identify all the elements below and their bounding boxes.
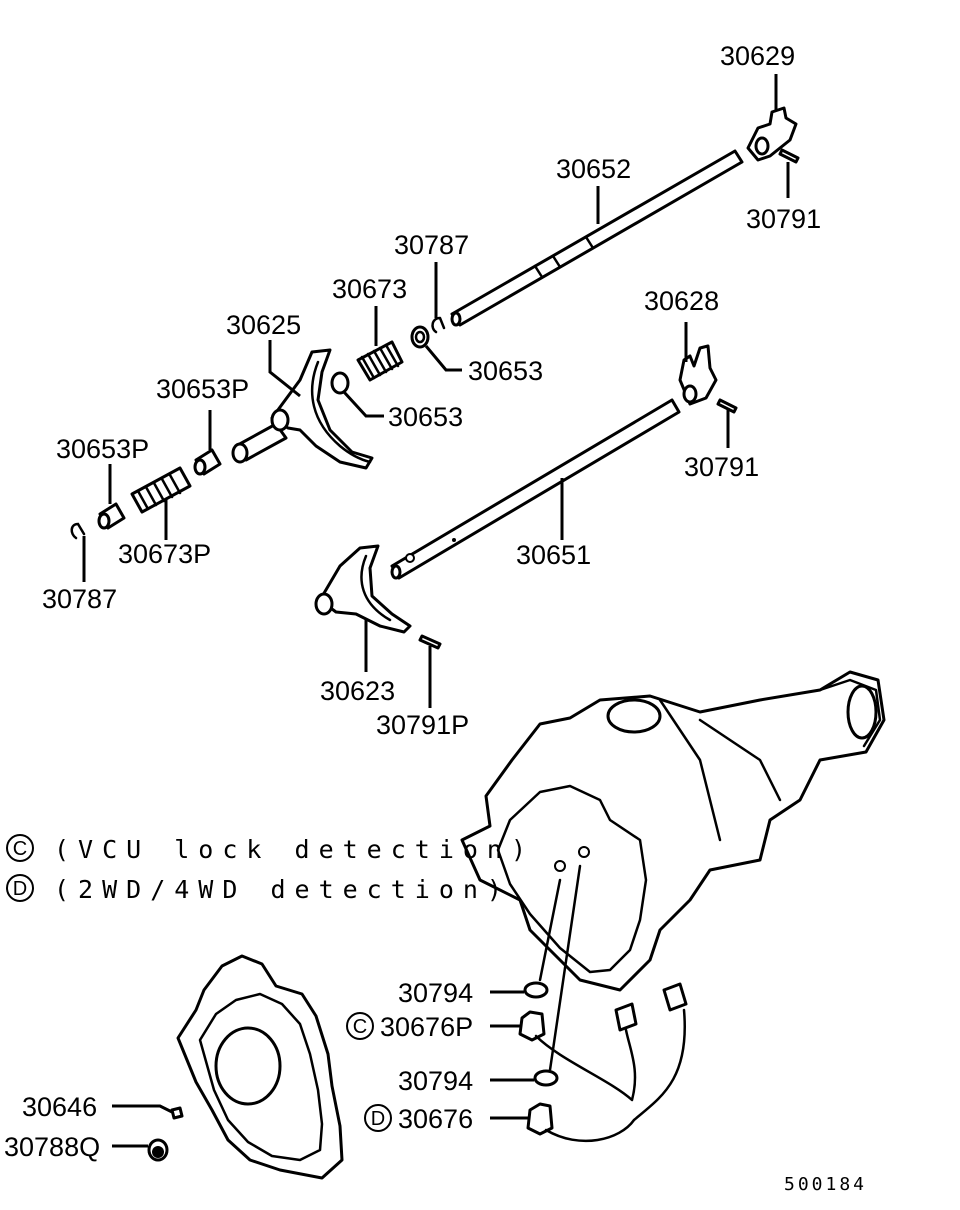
label-30791-b: 30791 xyxy=(684,452,759,482)
label-30653P-a: 30653P xyxy=(156,374,249,404)
label-30628: 30628 xyxy=(644,286,719,316)
label-30673: 30673 xyxy=(332,274,407,304)
transfer-case-housing xyxy=(460,670,886,1072)
plug-30788Q xyxy=(112,1138,169,1162)
figure-code: 500184 xyxy=(784,1174,867,1195)
note-d-text: (2WD/4WD detection) xyxy=(54,875,511,904)
label-30653P-b: 30653P xyxy=(56,434,149,464)
callout-c-circle xyxy=(346,1012,374,1040)
callout-d-marker: D xyxy=(371,1108,385,1130)
bushing-30653P-b xyxy=(97,464,126,530)
label-30646: 30646 xyxy=(22,1092,97,1122)
bushing-30653-b xyxy=(330,371,384,418)
label-30653-b: 30653 xyxy=(388,402,463,432)
label-30629: 30629 xyxy=(720,41,795,71)
note-d-marker: D xyxy=(13,878,27,900)
shift-rail-30651 xyxy=(390,398,681,580)
label-30623: 30623 xyxy=(320,676,395,706)
washer-30794-b xyxy=(490,1069,559,1087)
label-30676: 30676 xyxy=(398,1104,473,1134)
shift-fork-30623 xyxy=(314,544,412,672)
spring-30673P xyxy=(130,466,192,540)
shift-rail-30652 xyxy=(450,149,744,327)
snap-ring-30787-a xyxy=(431,262,446,334)
roll-pin-30791-b xyxy=(716,398,738,448)
transfer-case-cover xyxy=(176,954,344,1180)
roll-pin-30791-a xyxy=(778,148,800,198)
note-d-circle xyxy=(6,874,34,902)
label-30676P: 30676P xyxy=(380,1012,473,1042)
switch-30676P xyxy=(490,1002,638,1102)
label-30651: 30651 xyxy=(516,540,591,570)
roll-pin-30791P xyxy=(418,634,442,708)
label-30794-a: 30794 xyxy=(398,978,473,1008)
shift-fork-30625 xyxy=(231,340,374,470)
note-c-marker: C xyxy=(13,838,27,860)
switch-30676 xyxy=(490,982,688,1143)
bushing-30653P-a xyxy=(193,410,222,476)
bushing-30653-a xyxy=(410,325,462,372)
label-30787-a: 30787 xyxy=(394,230,469,260)
snap-ring-30787-b xyxy=(70,522,86,582)
spring-30673 xyxy=(356,306,404,382)
callout-c-marker: C xyxy=(353,1016,367,1038)
label-30653-a: 30653 xyxy=(468,356,543,386)
label-30673P: 30673P xyxy=(118,539,211,569)
washer-30794-a xyxy=(490,981,549,999)
label-30794-b: 30794 xyxy=(398,1066,473,1096)
note-c-circle xyxy=(6,834,34,862)
note-c-text: (VCU lock detection) xyxy=(54,835,535,864)
label-30652: 30652 xyxy=(556,154,631,184)
shift-lug-30629 xyxy=(746,74,798,162)
label-30791P: 30791P xyxy=(376,710,469,740)
label-30625: 30625 xyxy=(226,310,301,340)
label-30791-a: 30791 xyxy=(746,204,821,234)
shift-lug-30628 xyxy=(678,322,718,406)
dowel-pin-30646 xyxy=(112,1104,184,1120)
label-30788Q: 30788Q xyxy=(4,1132,100,1162)
callout-d-circle xyxy=(364,1104,392,1132)
label-30787-b: 30787 xyxy=(42,584,117,614)
